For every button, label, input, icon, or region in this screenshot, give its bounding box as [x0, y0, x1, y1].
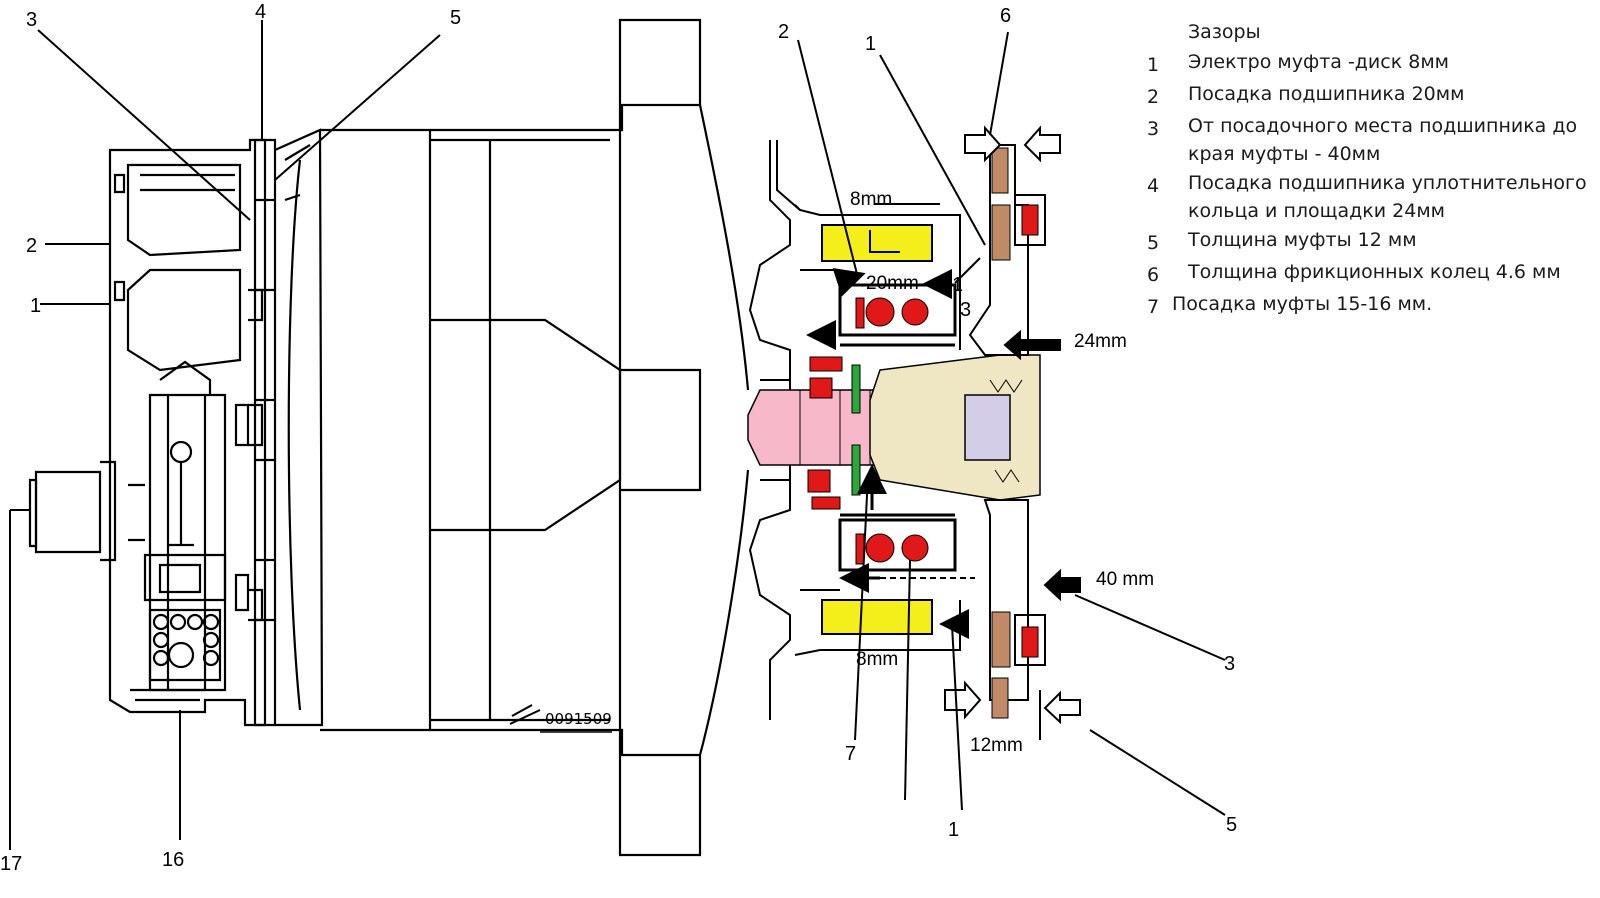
clutch-plate-strip: [253, 128, 324, 727]
dim-40mm: 40 mm: [1096, 569, 1154, 590]
callout-5-left: 5: [450, 7, 461, 29]
legend-item-text: Посадка подшипника уплотнительного кольц…: [1188, 172, 1587, 222]
legend-item: 7 Посадка муфты 15-16 мм.: [1140, 290, 1590, 321]
callout-3-right: 3: [1224, 653, 1235, 675]
legend-item: 2 Посадка подшипника 20мм: [1140, 80, 1590, 111]
leader-lines: [9, 20, 1226, 850]
legend-item-text: Толщина фрикционных колец 4.6 мм: [1188, 261, 1561, 283]
legend-item-number: 5: [1146, 232, 1160, 254]
motor-body: [287, 18, 750, 857]
legend-item-text: От посадочного места подшипника до края …: [1188, 115, 1578, 165]
compressor-housing: [28, 138, 267, 727]
callout-4-left: 4: [255, 1, 266, 23]
legend-item: 4 Посадка подшипника уплотнительного кол…: [1140, 169, 1590, 225]
callout-17: 17: [0, 853, 22, 875]
legend-item-number: 1: [1146, 54, 1160, 76]
legend-item-number: 7: [1146, 296, 1160, 318]
bearing: [838, 283, 957, 572]
dim-20mm: 20mm: [866, 273, 919, 294]
springs: [807, 356, 843, 510]
clutch-outline: [748, 140, 961, 720]
legend-item-text: Посадка муфты 15-16 мм.: [1172, 293, 1433, 315]
legend-item-number: 2: [1146, 86, 1160, 108]
left-callouts: 1 2 3 4 5 16 17: [0, 1, 461, 875]
right-callouts: 1 1 1 2 3 3 5 6 7: [778, 5, 1237, 841]
legend-item-number: 4: [1146, 175, 1160, 197]
dim-24mm: 24mm: [1074, 331, 1127, 352]
gaps-legend: Зазоры 1 Электро муфта -диск 8мм 2 Посад…: [1140, 18, 1590, 322]
callout-5-right: 5: [1226, 814, 1237, 836]
dim-12mm: 12mm: [970, 735, 1023, 756]
legend-item: 5 Толщина муфты 12 мм: [1140, 226, 1590, 257]
callout-2-left: 2: [26, 235, 37, 257]
callout-6-right: 6: [1000, 5, 1011, 27]
coil: [821, 224, 933, 635]
hub: [869, 354, 1041, 501]
callout-2-right: 2: [778, 21, 789, 43]
part-number-label: 0091509: [545, 710, 612, 728]
dimension-arrows: [806, 267, 969, 639]
callout-3-mid: 3: [960, 299, 971, 321]
legend-item-text: Толщина муфты 12 мм: [1188, 229, 1417, 251]
friction-plate: [968, 144, 1046, 719]
legend-item-number: 6: [1146, 264, 1160, 286]
legend-item: 3 От посадочного места подшипника до кра…: [1140, 112, 1590, 168]
callout-1-left: 1: [30, 295, 41, 317]
callout-7-right: 7: [845, 743, 856, 765]
callout-16: 16: [162, 849, 184, 871]
legend-item: 1 Электро муфта -диск 8мм: [1140, 48, 1590, 79]
callout-1-top: 1: [865, 33, 876, 55]
part-number-stamp: 0091509: [509, 704, 612, 733]
gap-arrows: [944, 125, 1081, 725]
legend-item-text: Электро муфта -диск 8мм: [1188, 51, 1449, 73]
callout-1-bottom: 1: [948, 819, 959, 841]
dimension-labels: 8mm 20mm 24mm 40 mm 8mm 12mm: [850, 189, 1154, 756]
callout-3-left: 3: [26, 9, 37, 31]
dim-8mm-top: 8mm: [850, 189, 892, 210]
legend-title: Зазоры: [1188, 21, 1261, 43]
legend-item-text: Посадка подшипника 20мм: [1188, 83, 1465, 105]
legend-item: 6 Толщина фрикционных колец 4.6 мм: [1140, 258, 1590, 289]
dim-8mm-bottom: 8mm: [856, 649, 898, 670]
callout-1-mid: 1: [952, 274, 963, 296]
legend-item-number: 3: [1146, 118, 1160, 140]
